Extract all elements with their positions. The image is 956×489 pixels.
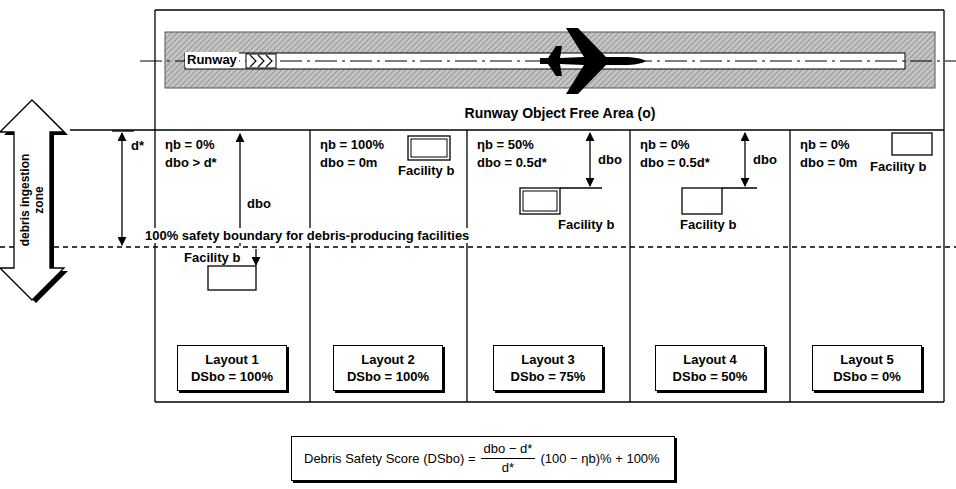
frame-line [155, 9, 944, 10]
facility-label: Facility b [396, 163, 456, 178]
box-title: Layout 5 [823, 351, 911, 368]
dimension-tick [112, 130, 134, 131]
distance-arrow [744, 133, 745, 186]
box-title: Layout 3 [504, 351, 592, 368]
area-name: Runway Object Free Area (o) [463, 105, 658, 121]
box-text: d* [499, 459, 517, 476]
frame-line [943, 10, 944, 402]
distance-value: dbo = 0.5d* [475, 155, 549, 170]
facility-label: Facility b [868, 159, 928, 174]
safety-boundary-line [0, 246, 956, 247]
box-title: Runway [185, 52, 239, 67]
box-title: Layout 4 [666, 351, 754, 368]
box-text: Debris Safety Score (DSbo) = [304, 451, 476, 467]
layout-box: Layout 3DSbo = 75% [493, 345, 603, 391]
dimension-tick [722, 187, 757, 188]
facility-rect-inner [411, 139, 447, 157]
layout-box: Layout 4DSbo = 50% [655, 345, 765, 391]
column-divider [309, 130, 310, 402]
box-text: DSbo = 100% [344, 368, 432, 385]
box-text: DSbo = 0% [823, 368, 911, 385]
facility-label: Facility b [678, 217, 738, 232]
distance-value: dbo > d* [163, 155, 219, 170]
zone-label: debris ingestion zone [18, 138, 46, 262]
box-text: dbo − d* [481, 441, 536, 459]
column-divider [466, 130, 467, 402]
zone-arrow [0, 100, 64, 300]
runway-band: Runway [165, 32, 935, 88]
frame-line [154, 10, 155, 402]
facility-rect [408, 136, 450, 160]
distance-label: dbo [245, 196, 273, 211]
facility-label: Facility b [556, 217, 616, 232]
fraction: dbo − d*d* [481, 441, 536, 476]
distance-arrow [255, 249, 256, 265]
efficiency-value: ηb = 50% [475, 137, 536, 152]
facility-rect-inner [523, 191, 557, 211]
object-free-area-boundary [70, 129, 944, 130]
efficiency-value: ηb = 0% [163, 137, 217, 152]
efficiency-value: ηb = 100% [318, 137, 386, 152]
frame-line [155, 401, 944, 402]
airplane-silhouette [540, 28, 646, 94]
threshold-chevron [250, 55, 256, 67]
layout-box: Layout 1DSbo = 100% [177, 345, 287, 391]
distance-value: dbo = 0m [318, 155, 379, 170]
box-text: (100 − ηb)% + 100% [540, 451, 659, 467]
layout-box: Layout 2DSbo = 100% [333, 345, 443, 391]
threshold-box [246, 54, 276, 68]
box-title: Layout 1 [188, 351, 276, 368]
dimension-arrow [121, 133, 122, 245]
facility-label: Facility b [182, 250, 242, 265]
box-text: DSbo = 75% [504, 368, 592, 385]
distance-value: dbo = 0m [798, 155, 859, 170]
distance-arrow [589, 133, 590, 186]
facility-rect [682, 188, 722, 214]
threshold-chevron [266, 55, 272, 67]
distance-label: dbo [596, 152, 624, 167]
facility-rect [892, 133, 932, 155]
box-text: DSbo = 50% [666, 368, 754, 385]
distance-value: dbo = 0.5d* [638, 155, 712, 170]
dimension-label: d* [129, 138, 146, 153]
facility-rect [208, 266, 256, 290]
column-divider [629, 130, 630, 402]
efficiency-value: ηb = 0% [798, 137, 852, 152]
efficiency-value: ηb = 0% [638, 137, 692, 152]
facility-rect [520, 188, 560, 214]
column-divider [789, 130, 790, 402]
formula-box: Debris Safety Score (DSbo) =dbo − d*d*(1… [291, 436, 675, 481]
box-text: DSbo = 100% [188, 368, 276, 385]
distance-label: dbo [751, 152, 779, 167]
box-title: Layout 2 [344, 351, 432, 368]
threshold-chevron [258, 55, 264, 67]
layout-box: Layout 5DSbo = 0% [812, 345, 922, 391]
boundary-label: 100% safety boundary for debris-producin… [143, 228, 471, 243]
dimension-tick [560, 187, 602, 188]
